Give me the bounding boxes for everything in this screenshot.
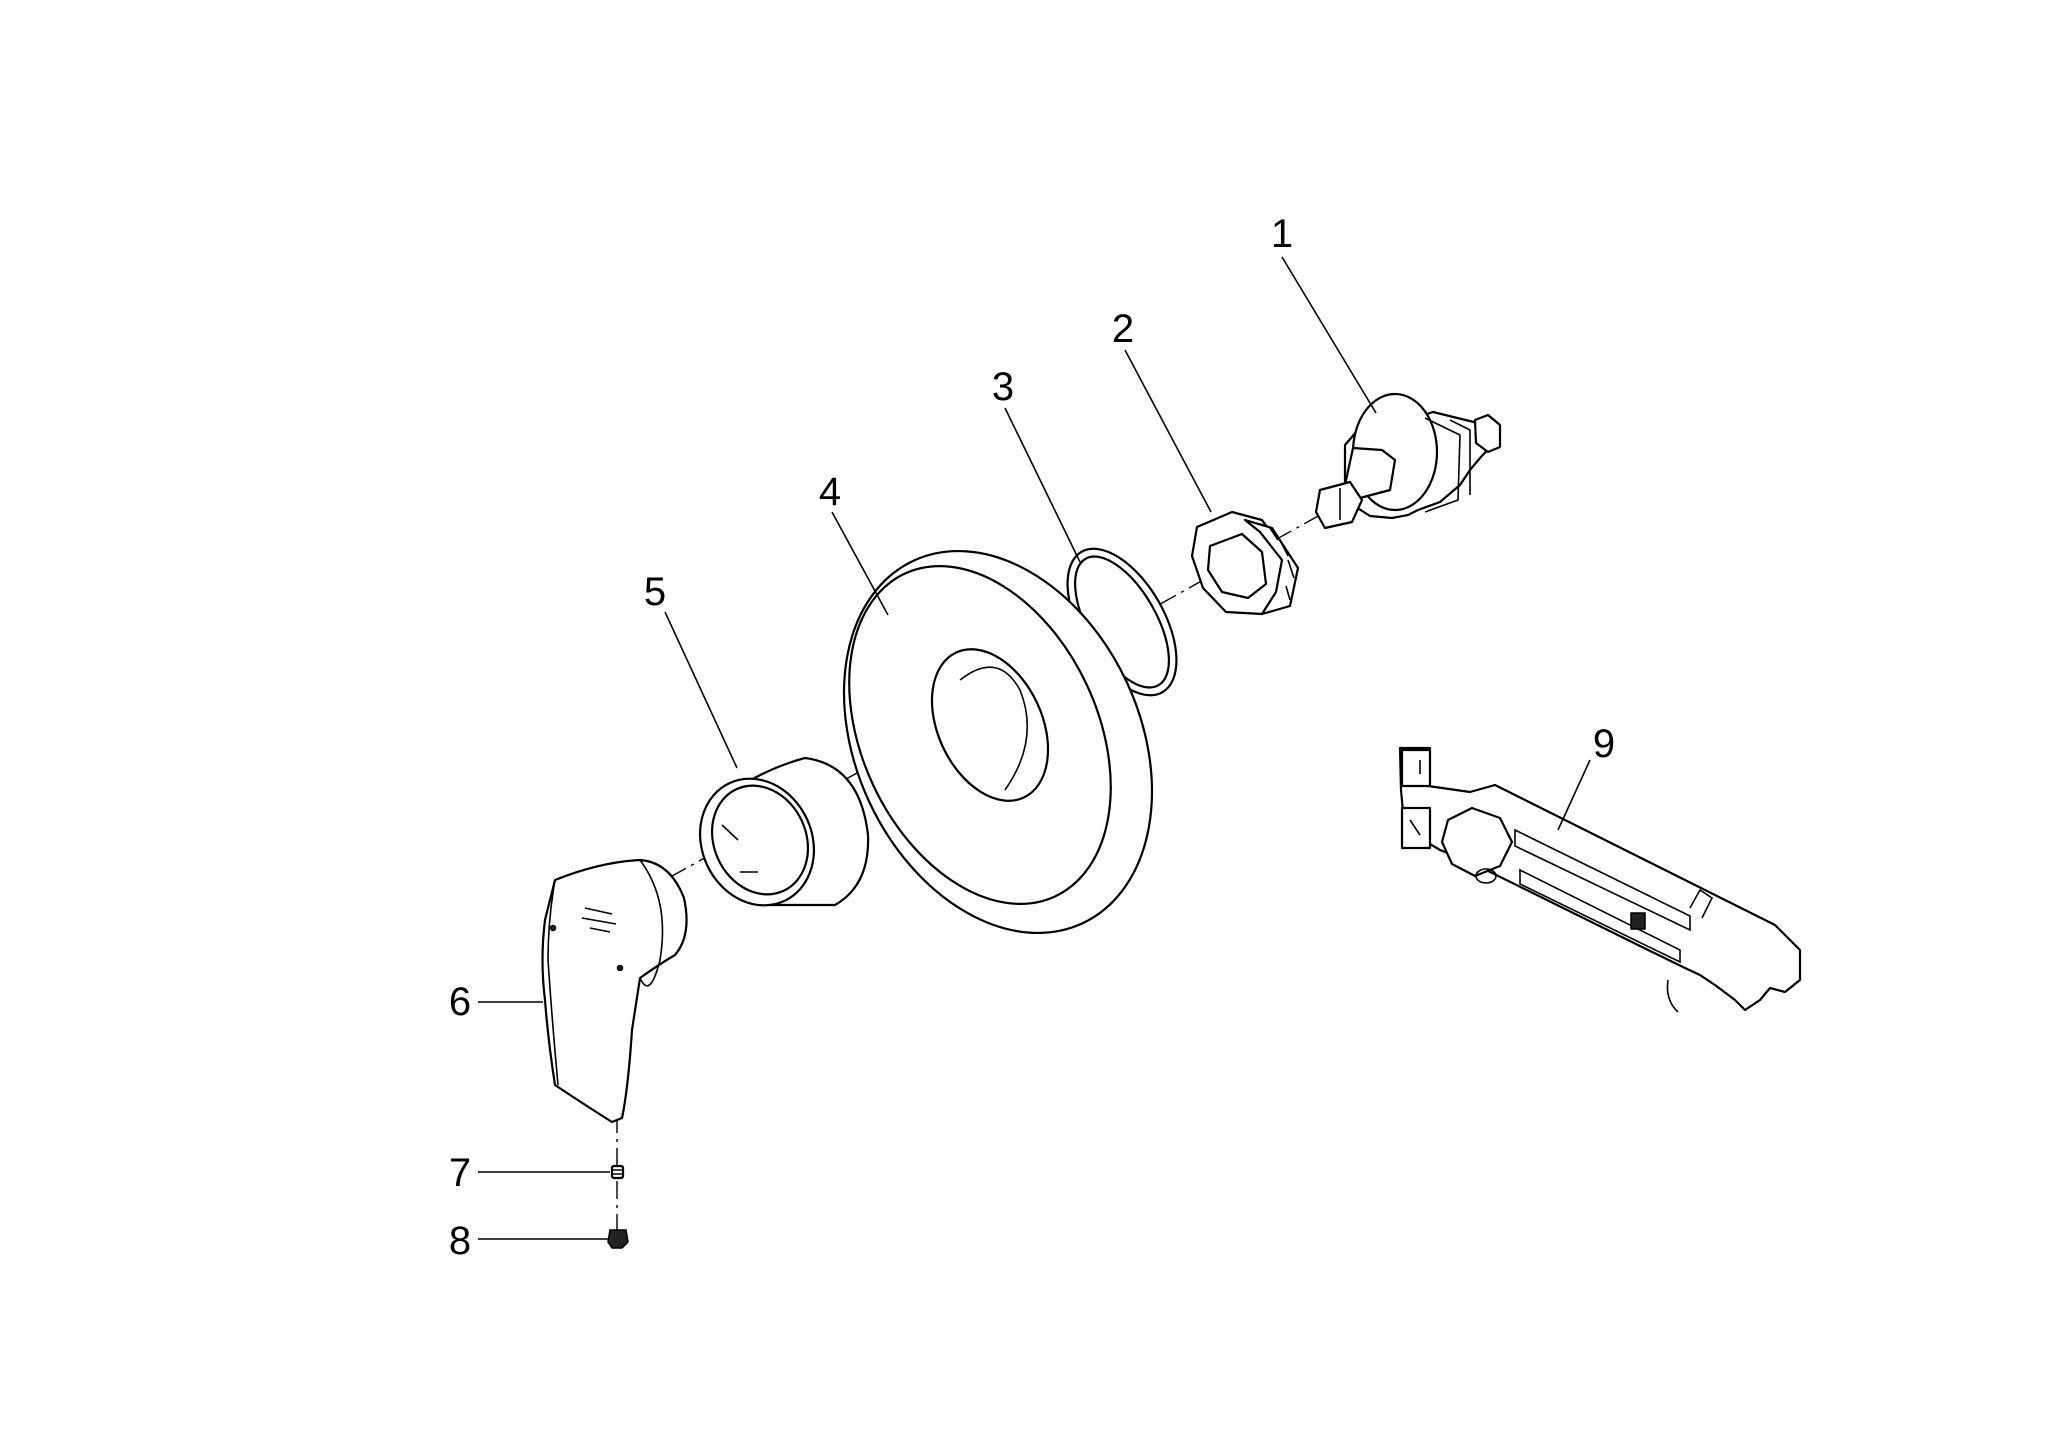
leader-2 — [1124, 349, 1212, 513]
callout-1: 1 — [1271, 212, 1293, 256]
callout-7: 7 — [449, 1151, 471, 1195]
callout-4: 4 — [819, 470, 841, 514]
callout-5: 5 — [644, 570, 666, 614]
callout-8: 8 — [449, 1219, 471, 1263]
leader-9 — [1557, 759, 1591, 831]
callout-9: 9 — [1593, 722, 1615, 766]
callout-6: 6 — [449, 980, 471, 1024]
leader-3 — [1004, 407, 1081, 563]
part-1-cartridge — [1314, 392, 1502, 530]
part-9-wrench — [1398, 746, 1802, 1013]
part-5-sleeve — [698, 756, 870, 907]
part-4-rosette — [842, 549, 1154, 935]
leader-1 — [1281, 256, 1377, 414]
leader-5 — [664, 611, 738, 769]
callout-2: 2 — [1112, 307, 1134, 351]
part-7-grub-screw — [610, 1164, 625, 1180]
part-6-lever-handle — [541, 858, 688, 1124]
part-2-hex-nut — [1190, 510, 1300, 616]
part-8-cap-plug — [607, 1229, 629, 1249]
callout-3: 3 — [992, 365, 1014, 409]
leader-4 — [831, 511, 889, 616]
